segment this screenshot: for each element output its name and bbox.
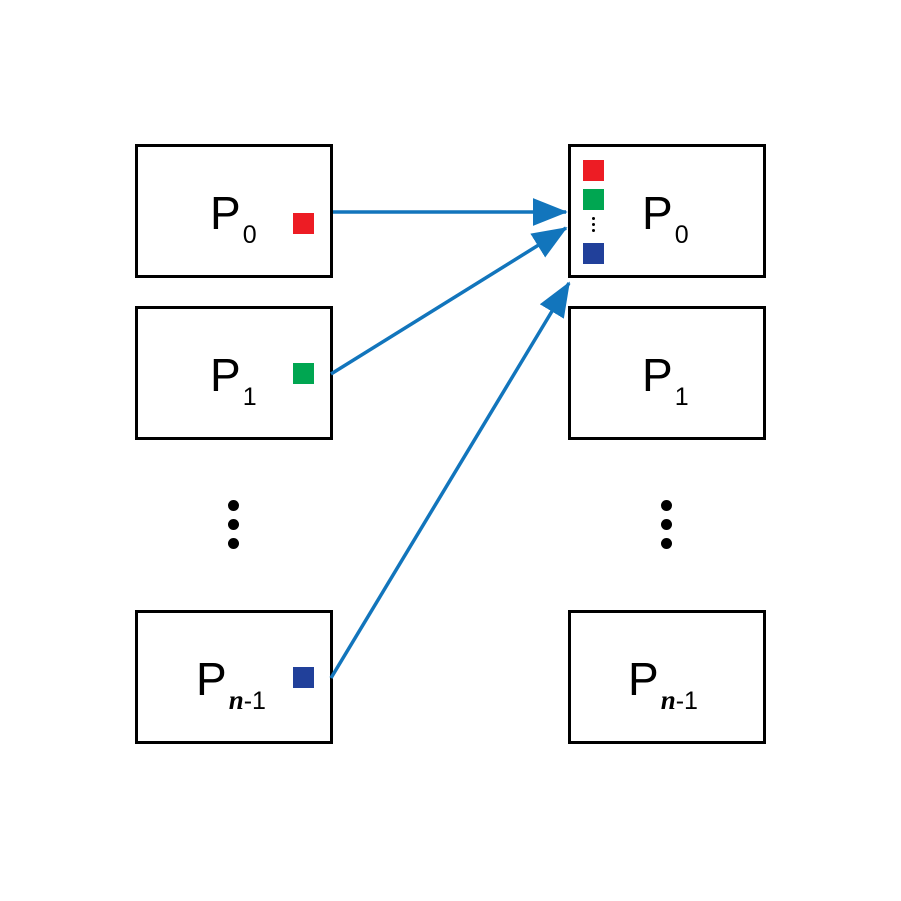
target-process-n-minus-1-label: Pn-1 [628, 653, 698, 714]
process-subscript: 0 [242, 221, 257, 249]
arrow-pn-minus-1-to-p0 [329, 281, 571, 679]
target-process-n-minus-1-box [568, 610, 766, 744]
process-letter: P [642, 187, 673, 239]
process-letter: P [196, 653, 227, 705]
process-letter: P [642, 349, 673, 401]
source-process-n-minus-1-label: Pn-1 [196, 653, 266, 714]
gathered-red-data-block [583, 160, 604, 181]
process-subscript: 0 [674, 221, 689, 249]
red-data-block [293, 213, 314, 234]
gathered-blue-data-block [583, 243, 604, 264]
target-process-1-box [568, 306, 766, 440]
arrow-p1-to-p0 [330, 226, 568, 376]
source-process-0-label: P0 [210, 187, 257, 248]
target-process-1-label: P1 [642, 349, 689, 410]
process-subscript: 1 [242, 383, 257, 411]
process-letter: P [210, 187, 241, 239]
gathered-ellipsis-icon [592, 217, 596, 235]
green-data-block [293, 363, 314, 384]
process-subscript: n-1 [660, 685, 698, 715]
source-process-1-label: P1 [210, 349, 257, 410]
target-process-0-label: P0 [642, 187, 689, 248]
source-ellipsis-icon [228, 500, 240, 557]
process-subscript: n-1 [228, 685, 266, 715]
blue-data-block [293, 667, 314, 688]
source-process-0-box [135, 144, 333, 278]
target-ellipsis-icon [661, 500, 673, 557]
gathered-green-data-block [583, 189, 604, 210]
process-subscript: 1 [674, 383, 689, 411]
process-letter: P [628, 653, 659, 705]
process-letter: P [210, 349, 241, 401]
